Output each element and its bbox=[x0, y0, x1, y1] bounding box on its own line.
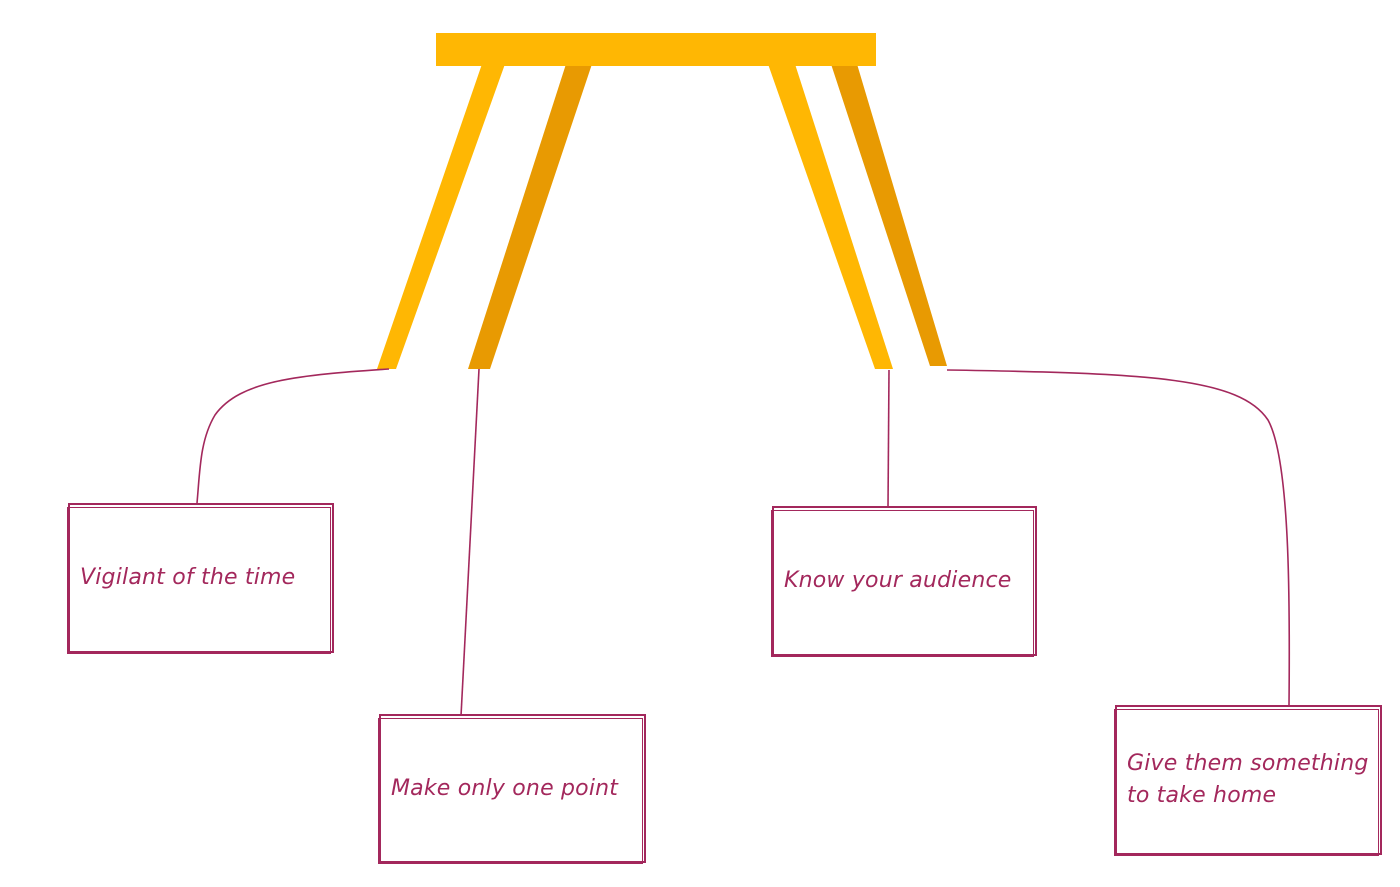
idea-box-audience: Know your audience bbox=[771, 506, 1037, 657]
idea-label-audience: Know your audience bbox=[784, 568, 1012, 593]
table-leg-front-right bbox=[768, 64, 893, 369]
table-leg-front-left bbox=[377, 64, 505, 369]
connector-audience bbox=[887, 369, 890, 509]
table-icon bbox=[377, 33, 947, 369]
idea-label-home: Give them something to take home bbox=[1127, 751, 1369, 808]
connector-home bbox=[946, 369, 1291, 707]
idea-box-time: Vigilant of the time bbox=[67, 503, 334, 654]
table-leg-back-left bbox=[468, 64, 592, 369]
idea-box-home: Give them something to take home bbox=[1114, 705, 1382, 856]
connector-time bbox=[196, 368, 390, 504]
idea-box-point: Make only one point bbox=[378, 714, 646, 864]
idea-label-point: Make only one point bbox=[391, 775, 619, 801]
idea-label-time: Vigilant of the time bbox=[80, 565, 296, 590]
table-top bbox=[436, 33, 876, 66]
connector-point bbox=[460, 368, 480, 717]
table-leg-back-right bbox=[831, 64, 947, 366]
